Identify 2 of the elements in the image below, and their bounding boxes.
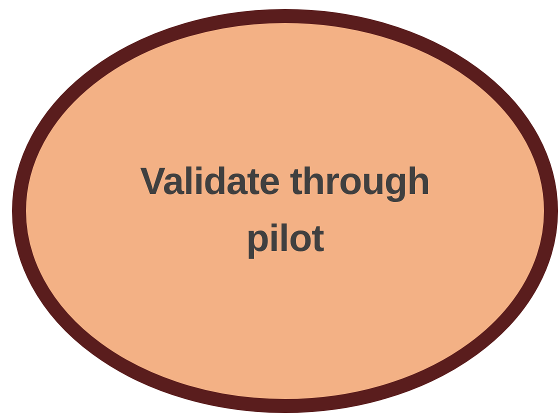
ellipse-node [12,9,558,413]
node-text: Validate through pilot [139,160,431,262]
